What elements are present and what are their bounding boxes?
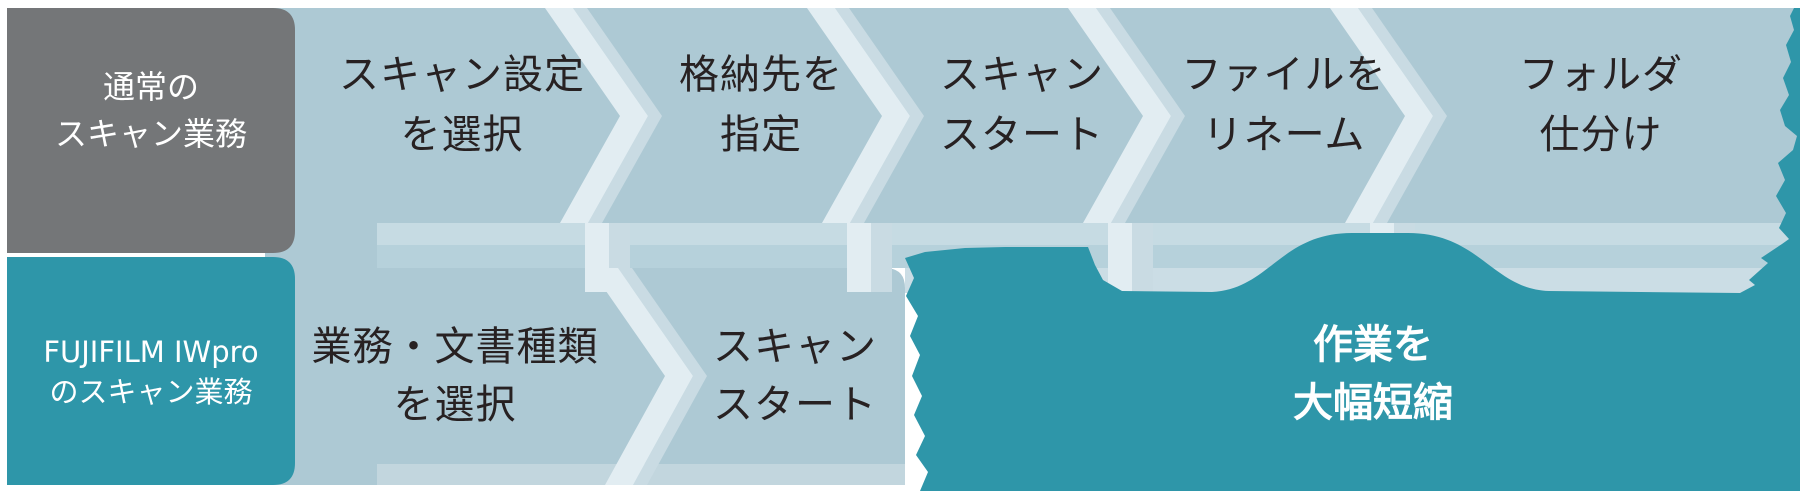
chevron-separator-mid-4 xyxy=(1358,8,1447,223)
chevron-separator-2 xyxy=(807,8,910,223)
normal-workflow-label-box xyxy=(7,8,295,253)
gap-strip-3 xyxy=(1108,223,1132,292)
chevron-separator-mid-2 xyxy=(835,8,924,223)
chevron-separator-bottom xyxy=(590,268,693,485)
chevron-separator-4 xyxy=(1330,8,1433,223)
gap-strip-2 xyxy=(847,223,871,292)
chevron-separator-mid-1 xyxy=(573,8,662,223)
iwpro-workflow-label-box xyxy=(7,257,295,485)
chevron-separator-bottom-mid xyxy=(618,268,707,485)
chevron-separator-3 xyxy=(1068,8,1171,223)
chevron-separator-mid-3 xyxy=(1096,8,1185,223)
iwpro-row-arrow-band xyxy=(265,268,905,485)
highlight-blob xyxy=(905,8,1800,491)
chevron-separator-1 xyxy=(545,8,648,223)
gap-strip-2b xyxy=(871,223,892,292)
gap-strip-3b xyxy=(1132,223,1153,292)
normal-row-arrow-band xyxy=(265,8,1800,223)
